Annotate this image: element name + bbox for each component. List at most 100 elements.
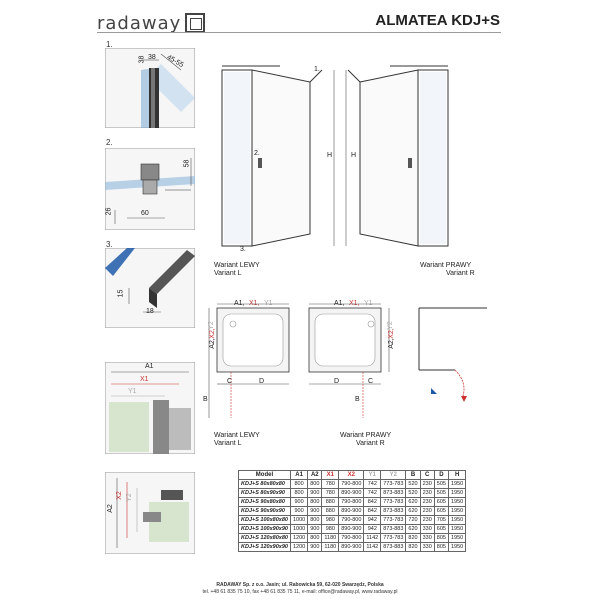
detail-width-x1: X1	[140, 376, 149, 383]
spec-cell: 942	[363, 515, 382, 525]
front-left-marker-3: 3.	[240, 246, 246, 253]
spec-cell: 605	[433, 506, 449, 516]
plan-view-left	[208, 303, 290, 418]
spec-cell: 330	[419, 524, 435, 534]
spec-cell: 800	[307, 515, 323, 525]
spec-cell-model: KDJ+S 120x90x90	[238, 542, 291, 552]
spec-cell-model: KDJ+S 90x90x90	[238, 506, 291, 516]
spec-cell: 790-800	[338, 479, 365, 489]
spec-cell: 820	[405, 542, 421, 552]
spec-header-y1: Y1	[363, 470, 382, 480]
detail-3-glass-blue	[105, 248, 135, 276]
spec-cell: 520	[405, 479, 421, 489]
plan-right-x2-label: X2,	[387, 328, 395, 339]
spec-cell: 890-900	[338, 488, 365, 498]
front-right-handle	[408, 158, 412, 168]
detail-1-drawing	[105, 48, 195, 128]
spec-cell: 705	[433, 515, 449, 525]
detail-3-drawing	[105, 248, 195, 328]
spec-cell: 1142	[363, 533, 382, 543]
spec-cell: 605	[433, 524, 449, 534]
plan-left-basin	[222, 313, 284, 367]
front-left-door-glass	[224, 72, 250, 244]
spec-cell: 790-800	[338, 497, 365, 507]
detail-depth-a2: A2	[106, 504, 114, 513]
spec-cell: 880	[321, 497, 340, 507]
spec-cell: 805	[433, 533, 449, 543]
plan-views-drawing	[208, 303, 487, 418]
front-left-top-rail	[309, 69, 323, 83]
front-views-drawing	[221, 65, 449, 247]
spec-cell: 980	[321, 524, 340, 534]
detail-width-a1: A1	[145, 363, 154, 370]
plan-right-caption-pl: Wariant PRAWY	[340, 432, 392, 439]
detail-2-dim-v: 26	[105, 207, 113, 216]
plan-left-y2-label: Y2	[207, 321, 215, 330]
spec-cell: 773-783	[380, 497, 407, 507]
spec-cell: 1180	[321, 533, 340, 543]
plan-right-c-label: C	[368, 378, 374, 385]
spec-cell: 900	[307, 524, 323, 534]
spec-cell: 890-900	[338, 524, 365, 534]
spec-cell: 842	[363, 506, 382, 516]
spec-cell: 230	[419, 479, 435, 489]
detail-depth-profile	[143, 512, 161, 522]
spec-cell: 773-783	[380, 479, 407, 489]
spec-cell-model: KDJ+S 120x80x80	[238, 533, 291, 543]
spec-cell: 780	[321, 488, 340, 498]
spec-cell-model: KDJ+S 90x80x80	[238, 497, 291, 507]
detail-1-dim-b-line	[160, 53, 182, 71]
plan-right-basin	[314, 313, 376, 367]
front-view-right	[345, 65, 449, 247]
front-left-marker-2: 2.	[254, 150, 260, 157]
spec-cell: 230	[419, 506, 435, 516]
front-left-marker-1: 1.	[314, 66, 320, 73]
spec-cell: 805	[433, 542, 449, 552]
plan-left-c-label: C	[227, 378, 233, 385]
spec-cell: 1950	[447, 542, 467, 552]
detail-3-dim-h: 15	[117, 289, 125, 298]
spec-cell: 880	[321, 506, 340, 516]
spec-cell: 1142	[363, 542, 382, 552]
spec-cell: 780	[321, 479, 340, 489]
spec-cell: 605	[433, 497, 449, 507]
spec-header-b: B	[405, 470, 421, 480]
spec-cell: 620	[405, 497, 421, 507]
spec-cell: 505	[433, 488, 449, 498]
detail-depth-drawing	[105, 472, 195, 554]
spec-cell-model: KDJ+S 100x80x80	[238, 515, 291, 525]
spec-cell: 620	[405, 506, 421, 516]
spec-cell: 1950	[447, 515, 467, 525]
spec-cell: 800	[307, 479, 323, 489]
spec-header-h: H	[447, 470, 467, 480]
footer-contact: tel. +48 61 835 75 10, fax +48 61 835 75…	[202, 589, 398, 595]
plan-right-y1: Y1	[363, 300, 373, 307]
plan-left-y1: Y1	[263, 300, 273, 307]
spec-cell: 900	[307, 542, 323, 552]
plan-left-drain	[229, 320, 237, 328]
detail-3-number: 3.	[106, 240, 113, 249]
product-title: ALMATEA KDJ+S	[375, 12, 500, 29]
detail-1-profile-inner	[151, 68, 155, 128]
front-right-caption-pl: Wariant PRAWY	[420, 262, 472, 269]
spec-header-y2: Y2	[380, 470, 407, 480]
spec-cell: 773-783	[380, 515, 407, 525]
spec-header-a2: A2	[307, 470, 323, 480]
front-view-left	[221, 65, 335, 247]
spec-cell: 873-883	[380, 524, 407, 534]
spec-header-x2: X2	[338, 470, 365, 480]
spec-cell: 820	[405, 533, 421, 543]
front-right-top-rail	[347, 69, 361, 83]
detail-2-dim-w: 60	[141, 210, 149, 217]
spec-header-d: D	[433, 470, 449, 480]
detail-2-dim-h: 58	[183, 159, 191, 168]
plan-right-d-label: D	[334, 378, 340, 385]
spec-cell: 900	[307, 488, 323, 498]
detail-3-profile-top	[149, 250, 195, 294]
spec-cell: 890-900	[338, 542, 365, 552]
footer-company: RADAWAY Sp. z o.o. Jasin; ul. Rabowicka …	[0, 582, 600, 588]
